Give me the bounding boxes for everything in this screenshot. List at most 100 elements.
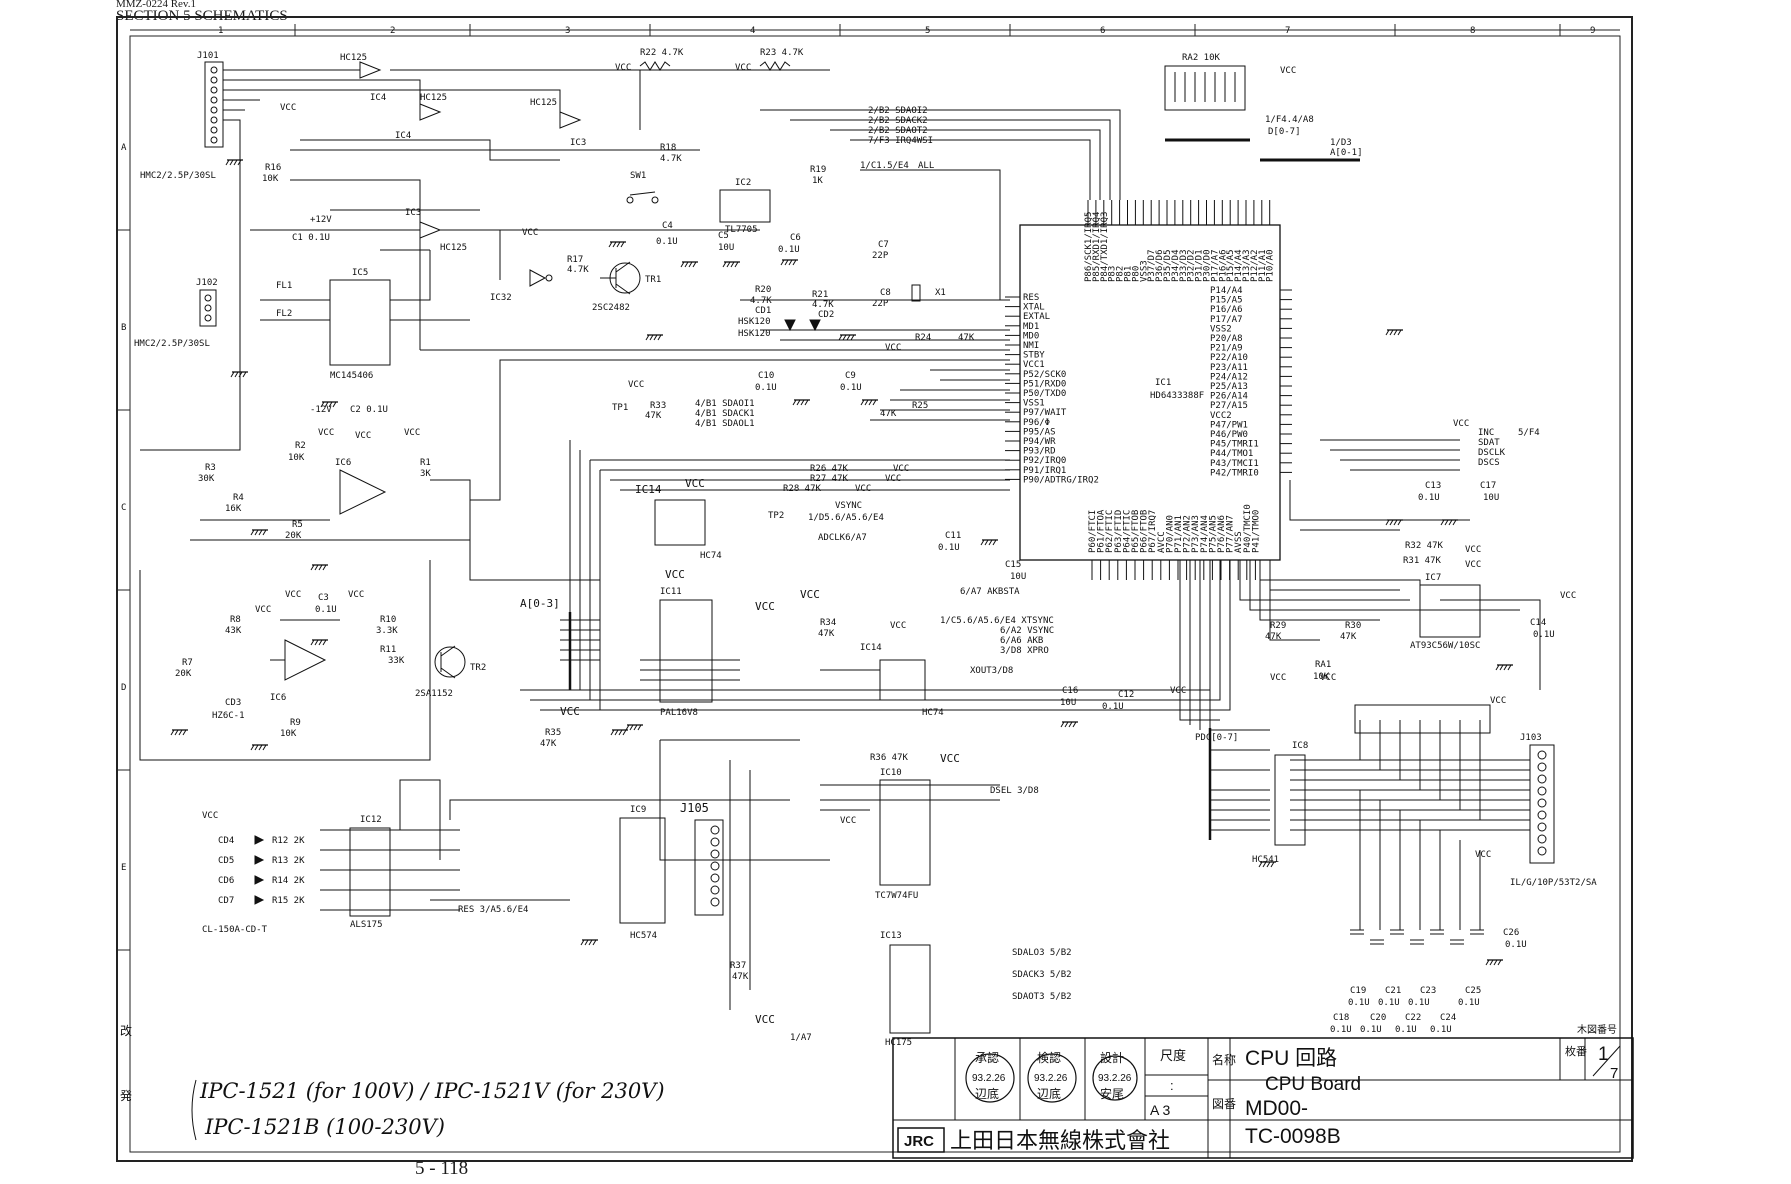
title-en: CPU Board — [1265, 1074, 1361, 1095]
vcc-j103: VCC — [1475, 850, 1491, 860]
ic1-part: HD6433388F — [1150, 391, 1204, 401]
cd3-label: CD3 — [225, 698, 241, 708]
ic8-body — [1274, 754, 1306, 846]
ra1-network — [1354, 704, 1491, 734]
cd2-label: CD2 — [818, 310, 834, 320]
ic14b-label: IC14 — [860, 643, 882, 653]
ic1-pin-left-5: MD0 — [1023, 331, 1039, 341]
approval-1: 承認 — [975, 1050, 999, 1065]
ic8-part: HC541 — [1252, 855, 1279, 865]
ic1-pin-right-8: P22/A10 — [1210, 353, 1248, 363]
cd3-part: HZ6C-1 — [212, 711, 245, 721]
vcc-ra1: VCC — [1490, 696, 1506, 706]
net-irq: 7/F3 IRQ4WSI — [868, 136, 933, 146]
net-sdaol1: 4/B1 SDAOL1 — [695, 419, 755, 429]
ic1-pin-left-14: P96/Φ — [1023, 418, 1050, 428]
c11-label: C11 — [945, 531, 961, 541]
fl1-label: FL1 — [276, 281, 292, 291]
cd4-label: CD4 — [218, 836, 234, 846]
ic14b-part: HC74 — [922, 708, 944, 718]
fl2-label: FL2 — [276, 309, 292, 319]
grid-row-c: C — [121, 503, 126, 513]
c17-value: 10U — [1483, 493, 1499, 503]
ic14b-body — [879, 659, 926, 701]
c22-value: 0.1U — [1395, 1025, 1417, 1035]
net-a01b: A[0-1] — [1330, 148, 1363, 158]
ic3-label: IC3 — [570, 138, 586, 148]
vcc-r35: VCC — [560, 705, 580, 718]
ic1-pin-top-2: P85/RXD1/IRQ4 — [1092, 212, 1102, 282]
r14-label: R14 2K — [272, 876, 305, 886]
vcc-ic1-right: VCC — [1453, 419, 1469, 429]
j103-label: J103 — [1520, 733, 1542, 743]
ic1-pin-right-3: P16/A6 — [1210, 305, 1243, 315]
r31-label: R31 47K — [1403, 556, 1442, 566]
ic9-label: IC9 — [630, 805, 646, 815]
r24-value: 47K — [958, 333, 975, 343]
c10-label: C10 — [758, 371, 774, 381]
ic1-pin-bottom-7: P66/FTOB — [1140, 510, 1150, 553]
net-c1e4: 1/C1.5/E4 — [860, 161, 909, 171]
vcc-ic14b: VCC — [890, 621, 906, 631]
vcc-r34: VCC — [800, 588, 820, 601]
r8-value: 43K — [225, 626, 242, 636]
r30-label: R30 — [1345, 621, 1361, 631]
connector-j102 — [199, 289, 217, 327]
j102-type: HMC2/2.5P/30SL — [134, 339, 210, 349]
net-a7: 1/A7 — [790, 1033, 812, 1043]
cd5-label: CD5 — [218, 856, 234, 866]
c3-label: C3 — [318, 593, 329, 603]
ic1-pin-right-12: P26/A14 — [1210, 392, 1248, 402]
ic1-pin-bottom-15: P75/AN5 — [1208, 515, 1218, 553]
vcc-ic12: VCC — [202, 811, 218, 821]
connector-j101 — [204, 61, 224, 148]
ic13-label: IC13 — [880, 931, 902, 941]
c13-label: C13 — [1425, 481, 1441, 491]
ic1-pin-top-11: P35/D5 — [1163, 249, 1173, 282]
c18-label: C18 — [1333, 1013, 1349, 1023]
approval-date-1: 93.2.26 — [972, 1073, 1006, 1084]
margin-rev: 改 — [120, 1024, 132, 1038]
ic1-pin-top-6: P81 — [1124, 266, 1134, 282]
ic4a-label: IC4 — [370, 93, 386, 103]
ic9-part: HC574 — [630, 931, 657, 941]
net-a01: 1/D3 — [1330, 138, 1352, 148]
ic1-pin-right-15: P47/PW1 — [1210, 420, 1248, 430]
c5-value: 10U — [718, 243, 734, 253]
ic1-pin-left-12: VSS1 — [1023, 399, 1045, 409]
size-value: A 3 — [1150, 1102, 1170, 1118]
grid-row-a: A — [121, 143, 127, 153]
jrc-logo-box — [897, 1127, 945, 1153]
r29-value: 47K — [1265, 632, 1282, 642]
vcc-ic6a-b: VCC — [355, 431, 371, 441]
ic1-pin-bottom-20: P41/TMO0 — [1251, 510, 1261, 553]
handwritten-bracket — [191, 1079, 197, 1141]
vcc-r1: VCC — [404, 428, 420, 438]
net-all: ALL — [918, 161, 934, 171]
ic1-bottom-pins: P60/FTCIP61/FTOAP62/FTICP63/FTIDP64/FTIC… — [1088, 504, 1261, 580]
sheet-of: 7 — [1610, 1065, 1618, 1082]
ic1-pin-bottom-3: P62/FTIC — [1105, 510, 1115, 553]
ic12-part: ALS175 — [350, 920, 383, 930]
ic1-pin-bottom-1: P60/FTCI — [1088, 510, 1098, 553]
tp1-label: TP1 — [612, 403, 628, 413]
r25-value: 47K — [880, 409, 897, 419]
ic2-part: TL7705 — [725, 225, 758, 235]
sheet-side: 枚番 — [1565, 1044, 1587, 1058]
ic1-pin-right-5: VSS2 — [1210, 324, 1232, 334]
net-vsync: VSYNC — [835, 501, 862, 511]
approval-date-3: 93.2.26 — [1098, 1073, 1132, 1084]
ic14a-label: IC14 — [635, 483, 662, 496]
r9-label: R9 — [290, 718, 301, 728]
grid-col-4: 4 — [750, 26, 755, 36]
drawing-no-1: MD00- — [1245, 1097, 1308, 1120]
ic1-pin-left-1: RES — [1023, 293, 1039, 303]
c9-label: C9 — [845, 371, 856, 381]
net-inc: INC — [1478, 428, 1494, 438]
cd1-part: HSK120 — [738, 317, 771, 327]
dip-part: CL-150A-CD-T — [202, 925, 268, 935]
net-sdaot2: 2/B2 SDAOT2 — [868, 126, 928, 136]
sheet-slash — [1592, 1045, 1621, 1077]
ic1-pin-left-6: NMI — [1023, 341, 1039, 351]
